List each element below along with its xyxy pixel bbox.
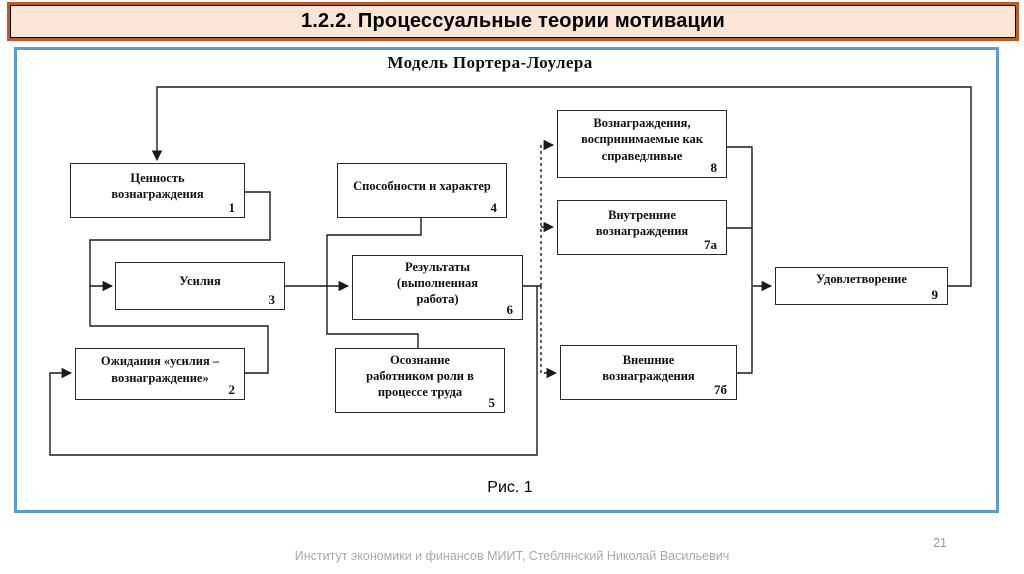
box-abilities-and-traits-label: Способности и характер <box>353 178 491 193</box>
footer-credit: Институт экономики и финансов МИИТ, Стеб… <box>294 549 730 563</box>
box-intrinsic-rewards: Внутренние вознаграждения 7а <box>557 200 727 255</box>
connector-satisfaction-to-value-feedback <box>151 86 972 287</box>
box-satisfaction: Удовлетворение 9 <box>775 267 948 305</box>
box-value-of-reward-number: 1 <box>228 200 236 216</box>
box-effort-reward-expectancy-label: Ожидания «усилия – вознаграждение» <box>100 354 220 385</box>
box-role-perception-label: Осознание работником роли в процессе тру… <box>366 352 474 400</box>
box-effort: Усилия 3 <box>115 262 285 310</box>
box-effort-reward-expectancy: Ожидания «усилия – вознаграждение» 2 <box>75 348 245 400</box>
box-effort-reward-expectancy-number: 2 <box>228 382 236 398</box>
box-role-perception: Осознание работником роли в процессе тру… <box>335 348 505 413</box>
box-extrinsic-rewards-label: Внешние вознаграждения <box>602 352 695 383</box>
box-value-of-reward-label: Ценность вознаграждения <box>111 170 204 201</box>
connector-results-to-fair-rewards <box>540 139 555 286</box>
box-effort-label: Усилия <box>179 274 221 289</box>
connector-expectancy-to-effort <box>89 286 269 374</box>
box-satisfaction-number: 9 <box>931 287 939 303</box>
figure-caption: Рис. 1 <box>487 479 533 496</box>
connector-results-to-expectancy-feedback <box>49 286 538 456</box>
box-satisfaction-label: Удовлетворение <box>816 272 907 286</box>
diagram-title: Модель Портера-Лоулера <box>387 53 593 72</box>
connector-extrinsic-to-satisfaction <box>737 287 753 374</box>
slide-title: 1.2.2. Процессуальные теории мотивации <box>300 10 726 32</box>
box-abilities-and-traits-number: 4 <box>490 200 498 216</box>
box-extrinsic-rewards-number: 7б <box>714 382 727 398</box>
box-perceived-fair-rewards-number: 8 <box>710 160 718 176</box>
box-effort-number: 3 <box>268 292 276 308</box>
connector-role-to-results <box>326 286 419 348</box>
slide-title-bar: 1.2.2. Процессуальные теории мотивации <box>7 2 1019 41</box>
connector-abilities-to-results <box>326 218 422 286</box>
box-intrinsic-rewards-number: 7а <box>704 237 717 253</box>
connector-fair-rewards-to-satisfaction <box>727 146 773 292</box>
box-perceived-fair-rewards-label: Вознаграждения, воспринимаемые как справ… <box>581 116 703 163</box>
box-perceived-fair-rewards: Вознаграждения, воспринимаемые как справ… <box>557 110 727 178</box>
box-abilities-and-traits: Способности и характер 4 <box>337 163 507 218</box>
box-results-label: Результаты (выполненная работа) <box>396 259 479 307</box>
box-results-number: 6 <box>506 302 514 318</box>
box-role-perception-number: 5 <box>488 395 496 411</box>
connector-results-to-extrinsic <box>540 286 558 379</box>
box-intrinsic-rewards-label: Внутренние вознаграждения <box>595 207 689 238</box>
box-extrinsic-rewards: Внешние вознаграждения 7б <box>560 345 737 400</box>
connector-value-to-effort <box>89 191 271 292</box>
page-number: 21 <box>933 536 947 550</box>
box-value-of-reward: Ценность вознаграждения 1 <box>70 163 245 218</box>
box-results: Результаты (выполненная работа) 6 <box>352 255 523 320</box>
